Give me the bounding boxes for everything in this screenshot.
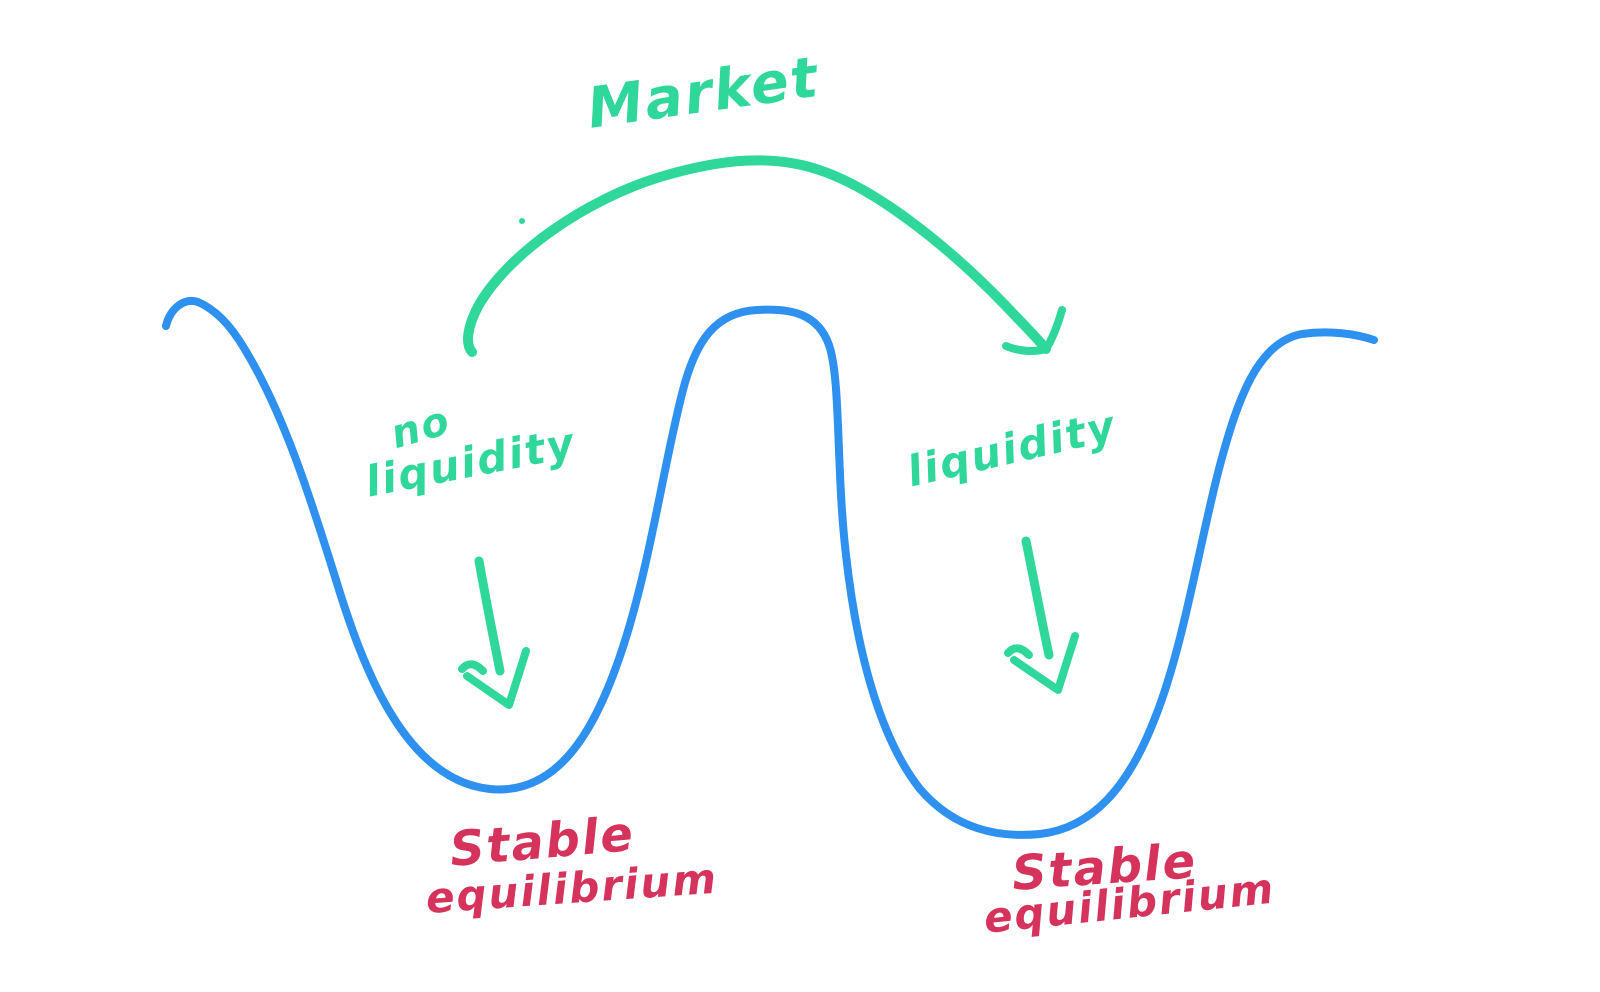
left-down-arrow-icon bbox=[458, 556, 530, 709]
right-down-arrowhead bbox=[1004, 632, 1079, 694]
right-down-arrow-shaft bbox=[1021, 536, 1054, 660]
right-down-arrow-icon bbox=[1004, 536, 1079, 694]
market-arc-shaft bbox=[463, 155, 1051, 357]
double-well-curve bbox=[162, 296, 1378, 839]
left-down-arrowhead bbox=[458, 647, 530, 709]
market-arc-arrow bbox=[463, 155, 1066, 357]
stray-ink-dot bbox=[519, 218, 525, 224]
left-down-arrow-shaft bbox=[474, 556, 505, 676]
market-arrowhead-icon bbox=[1002, 306, 1066, 355]
